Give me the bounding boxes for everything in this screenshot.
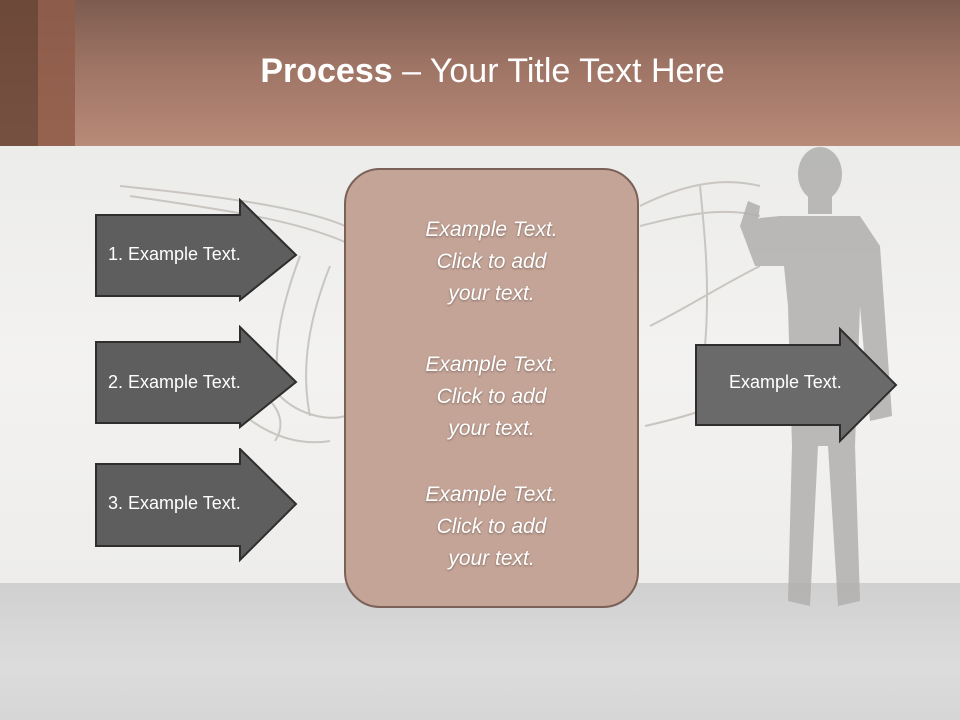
left-arrow-3[interactable] <box>94 448 300 564</box>
title-accent-light <box>38 0 75 146</box>
right-arrow-label: Example Text. <box>729 372 842 392</box>
center-text-block-1: Example Text. Click to add your text. <box>346 214 637 310</box>
left-arrow-2[interactable] <box>94 325 300 429</box>
center-text-3-line3: your text. <box>448 547 535 570</box>
center-text-3-line2: Click to add <box>436 515 547 538</box>
center-text-block-3: Example Text. Click to add your text. <box>346 479 637 575</box>
left-arrow-2-label: 2. Example Text. <box>108 372 241 392</box>
center-text-2-line2: Click to add <box>436 385 547 408</box>
center-text-2-line1: Example Text. <box>425 353 558 376</box>
center-text-1-line3: your text. <box>448 282 535 305</box>
left-arrow-3-label: 3. Example Text. <box>108 493 241 513</box>
center-text-block-2: Example Text. Click to add your text. <box>346 349 637 445</box>
slide-title[interactable]: Process – Your Title Text Here <box>0 52 960 91</box>
title-accent-dark <box>0 0 38 146</box>
center-text-2-line3: your text. <box>448 417 535 440</box>
left-arrow-1[interactable] <box>94 198 300 302</box>
right-arrow[interactable] <box>694 327 900 445</box>
slide-title-rest: – Your Title Text Here <box>392 52 725 90</box>
center-text-1-line1: Example Text. <box>425 218 558 241</box>
center-content-box[interactable]: Example Text. Click to add your text. Ex… <box>344 168 639 608</box>
title-bar: Process – Your Title Text Here <box>0 0 960 146</box>
center-text-1-line2: Click to add <box>436 250 547 273</box>
left-arrow-1-label: 1. Example Text. <box>108 244 241 264</box>
center-text-3-line1: Example Text. <box>425 483 558 506</box>
slide-title-bold: Process <box>260 52 393 90</box>
